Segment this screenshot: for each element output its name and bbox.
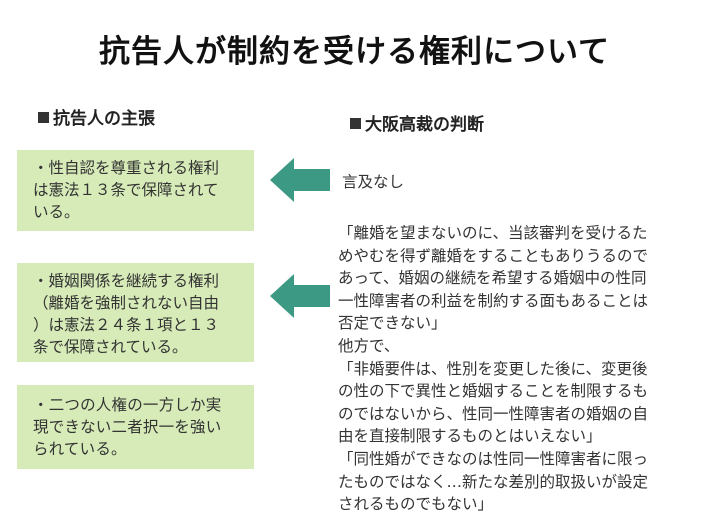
claim-line: ）は憲法２４条１項と１３ xyxy=(33,316,220,334)
judgment-line: のではないから、性同一性障害者の婚姻の自 xyxy=(338,404,649,423)
left-arrow-icon xyxy=(270,274,330,318)
slide-title: 抗告人が制約を受ける権利について xyxy=(98,34,611,70)
judgment-line: たものではなく…新たな差別的取扱いが設定 xyxy=(338,472,649,491)
claim-line: ・性自認を尊重される権利 xyxy=(33,159,220,177)
claim-box-1: ・性自認を尊重される権利 は憲法１３条で保障されて いる。 xyxy=(17,150,254,231)
judgment-line: されるものでもない」 xyxy=(338,495,494,514)
claim-line: ・二つの人権の一方しか実 xyxy=(33,396,222,414)
judgment-line: 「離婚を望まないのに、当該審判を受けるた xyxy=(338,224,648,242)
claim-line: は憲法１３条で保障されて xyxy=(33,181,219,199)
claim-line: 現できない二者択一を強い xyxy=(33,418,222,436)
judgment-line: 否定できない」 xyxy=(338,314,447,333)
claim-line: られている。 xyxy=(33,440,127,458)
judgment-line: 「非婚要件は、性別を変更した後に、変更後 xyxy=(338,359,648,378)
square-bullet-icon xyxy=(38,112,49,123)
claimant-heading: 抗告人の主張 xyxy=(38,104,155,129)
claim-box-2: ・婚姻関係を継続する権利 （離婚を強制されない自由 ）は憲法２４条１項と１３ 条… xyxy=(17,263,254,362)
square-bullet-icon xyxy=(350,118,361,129)
claim-line: ・婚姻関係を継続する権利 xyxy=(33,272,220,290)
claim-line: いる。 xyxy=(33,203,80,221)
judgment-line: めやむを得ず離婚をすることもありうるので xyxy=(338,246,649,265)
claim-line: 条で保障されている。 xyxy=(33,338,188,356)
court-heading-text: 大阪高裁の判断 xyxy=(365,115,484,135)
judgment-line: の性の下で異性と婚姻することを制限するも xyxy=(338,382,649,401)
judgment-line: 一性障害者の利益を制約する面もあることは xyxy=(338,291,649,310)
claim-line: （離婚を強制されない自由 xyxy=(33,294,220,312)
judgment-line: 他方で、 xyxy=(338,336,400,355)
judgment-line: 「同性婚ができなのは性同一性障害者に限っ xyxy=(338,449,649,468)
court-judgment-text: 「離婚を望まないのに、当該審判を受けるた めやむを得ず離婚をすることもありうるの… xyxy=(338,222,698,516)
court-heading: 大阪高裁の判断 xyxy=(350,110,484,135)
left-arrow-icon xyxy=(270,158,330,202)
no-mention-text: 言及なし xyxy=(342,173,405,191)
claim-box-3: ・二つの人権の一方しか実 現できない二者択一を強い られている。 xyxy=(17,385,254,469)
claimant-heading-text: 抗告人の主張 xyxy=(53,109,155,129)
judgment-line: 由を直接制限するものとはいえない」 xyxy=(338,427,602,446)
judgment-line: あって、婚姻の継続を希望する婚姻中の性同 xyxy=(338,269,647,288)
